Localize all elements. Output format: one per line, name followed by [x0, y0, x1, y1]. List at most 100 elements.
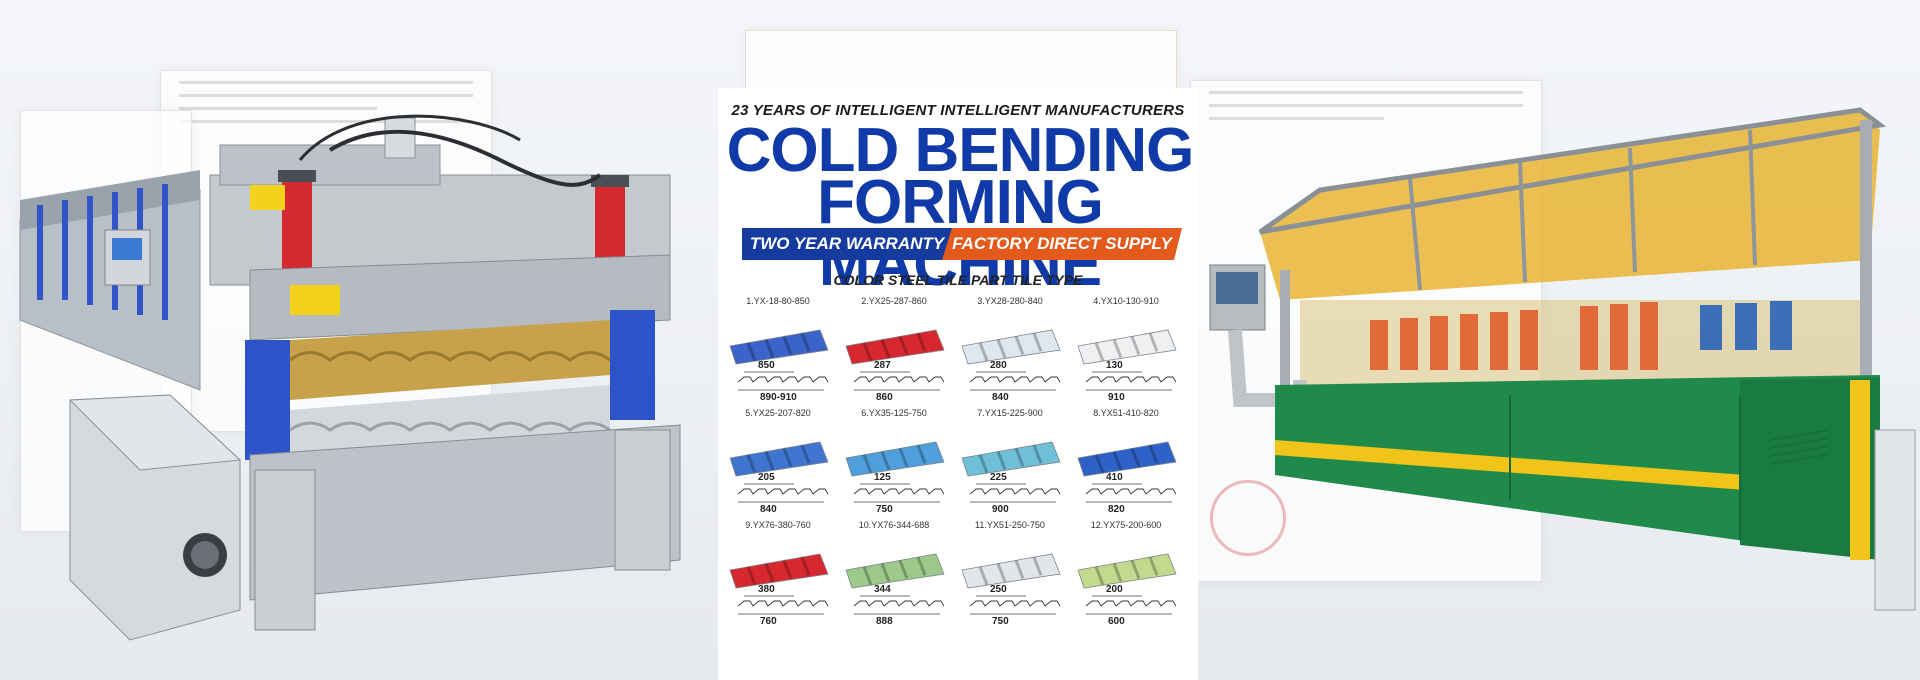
tile-rib — [782, 335, 793, 355]
tile-model-label: 7.YX15-225-900 — [977, 408, 1043, 418]
tile-top-dimension: 287 — [874, 360, 891, 371]
tile-section-profile — [853, 376, 945, 383]
tile-rib — [880, 451, 891, 471]
tile-rib — [880, 339, 891, 359]
factory-supply-badge: FACTORY DIRECT SUPPLY — [942, 228, 1182, 260]
tile-top-dimension: 250 — [990, 584, 1007, 595]
tile-profile-drawing — [729, 441, 829, 503]
tile-model-label: 8.YX51-410-820 — [1093, 408, 1159, 418]
tile-top-dimension: 205 — [758, 472, 775, 483]
tile-bottom-dimension: 860 — [876, 392, 893, 403]
page-title-line1: COLD BENDING — [726, 116, 1195, 185]
tile-model-label: 1.YX-18-80-850 — [746, 296, 810, 306]
tile-rib — [862, 454, 873, 474]
tile-model-label: 2.YX25-287-860 — [861, 296, 927, 306]
tile-rib — [1094, 342, 1105, 362]
tile-bottom-dimension: 750 — [992, 616, 1009, 627]
tile-section-profile — [969, 600, 1061, 607]
tile-profile-drawing — [1077, 441, 1177, 503]
tile-rib — [996, 339, 1007, 359]
tile-rib — [746, 454, 757, 474]
tile-section-profile — [1085, 488, 1177, 495]
tile-section-profile — [1085, 376, 1177, 383]
tile-top-dimension: 344 — [874, 584, 891, 595]
tile-type-heading: COLOR STEEL TILE PART TILE TYPE — [833, 272, 1083, 288]
tagline: 23 YEARS OF INTELLIGENT INTELLIGENT MANU… — [731, 102, 1185, 119]
tile-sheet — [845, 329, 945, 365]
tile-rib — [880, 563, 891, 583]
tile-section-profile — [853, 488, 945, 495]
tile-rib — [1130, 447, 1141, 467]
tile-rib — [764, 563, 775, 583]
tile-rib — [1130, 559, 1141, 579]
tile-bottom-dimension: 750 — [876, 504, 893, 515]
tile-rib — [1148, 556, 1159, 576]
tile-profile-drawing — [961, 553, 1061, 615]
tile-model-label: 10.YX76-344-688 — [858, 520, 930, 530]
tile-profile-drawing — [845, 553, 945, 615]
tile-profile-drawing — [961, 441, 1061, 503]
tile-rib — [1032, 556, 1043, 576]
tile-profile-card: 7.YX15-225-900 225 900 — [956, 408, 1064, 520]
tile-profile-drawing — [1077, 329, 1177, 391]
tile-profile-drawing — [845, 441, 945, 503]
tile-rib — [916, 444, 927, 464]
tile-model-label: 6.YX35-125-750 — [861, 408, 927, 418]
tile-rib — [1112, 451, 1123, 471]
tile-rib — [996, 451, 1007, 471]
tile-rib — [746, 342, 757, 362]
tile-rib — [862, 566, 873, 586]
tile-sheet — [845, 553, 945, 589]
tile-rib — [746, 566, 757, 586]
tile-top-dimension: 200 — [1106, 584, 1123, 595]
tile-sheet — [729, 553, 829, 589]
tile-section-profile — [737, 488, 829, 495]
tile-profile-drawing — [729, 329, 829, 391]
tile-model-label: 5.YX25-207-820 — [745, 408, 811, 418]
tile-sheet — [845, 441, 945, 477]
tile-top-dimension: 410 — [1106, 472, 1123, 483]
tile-bottom-dimension: 820 — [1108, 504, 1125, 515]
tile-bottom-dimension: 910 — [1108, 392, 1125, 403]
tile-sheet — [1077, 441, 1177, 477]
tile-bottom-dimension: 840 — [760, 504, 777, 515]
tile-top-dimension: 280 — [990, 360, 1007, 371]
tile-rib — [800, 556, 811, 576]
roll-forming-machine-image — [19, 114, 681, 641]
tile-sheet — [729, 329, 829, 365]
tile-model-label: 9.YX76-380-760 — [745, 520, 811, 530]
tile-sheet — [961, 329, 1061, 365]
tile-bottom-dimension: 760 — [760, 616, 777, 627]
warranty-badge: TWO YEAR WARRANTY — [742, 228, 952, 260]
tile-top-dimension: 130 — [1106, 360, 1123, 371]
tile-rib — [1148, 444, 1159, 464]
tile-profile-drawing — [729, 553, 829, 615]
tile-profile-drawing — [845, 329, 945, 391]
tile-rib — [898, 447, 909, 467]
tile-rib — [1094, 454, 1105, 474]
tile-top-dimension: 225 — [990, 472, 1007, 483]
tile-bottom-dimension: 890-910 — [760, 392, 797, 403]
tile-rib — [996, 563, 1007, 583]
tile-profile-card: 2.YX25-287-860 287 860 — [840, 296, 948, 408]
tile-rib — [764, 339, 775, 359]
tile-section-profile — [969, 376, 1061, 383]
tile-sheet — [1077, 329, 1177, 365]
tile-profile-card: 5.YX25-207-820 205 840 — [724, 408, 832, 520]
tile-model-label: 12.YX75-200-600 — [1090, 520, 1162, 530]
tile-rib — [978, 566, 989, 586]
tile-section-profile — [853, 600, 945, 607]
tile-section-profile — [737, 376, 829, 383]
tile-section-profile — [737, 600, 829, 607]
tile-sheet — [961, 553, 1061, 589]
tile-profile-drawing — [961, 329, 1061, 391]
tile-rib — [898, 559, 909, 579]
tile-bottom-dimension: 900 — [992, 504, 1009, 515]
